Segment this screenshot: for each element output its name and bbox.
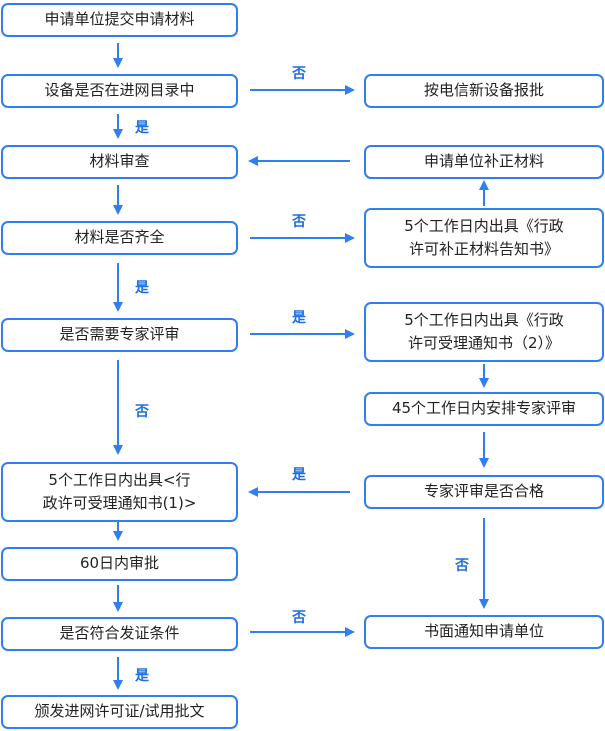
node-need-expert-text: 是否需要专家评审 [59, 325, 180, 344]
node-notice-correction-line2: 许可补正材料告知书》 [408, 240, 559, 258]
node-issue-license-text: 颁发进网许可证/试用批文 [34, 702, 205, 721]
node-new-device-text: 按电信新设备报批 [423, 81, 544, 100]
node-meets-conditions-text: 是否符合发证条件 [59, 624, 180, 643]
label-no-conditions: 否 [292, 610, 306, 626]
label-yes-complete: 是 [135, 280, 149, 296]
node-need-expert: 是否需要专家评审 [1, 318, 238, 352]
node-supplement: 申请单位补正材料 [364, 145, 604, 179]
node-review-text: 材料审查 [89, 152, 150, 171]
node-complete-text: 材料是否齐全 [74, 228, 165, 247]
node-notice-accept1-line1: 5个工作日内出具<行 [48, 470, 191, 489]
node-in-catalog-text: 设备是否在进网目录中 [44, 81, 195, 100]
node-notice-accept2-line1: 5个工作日内出具《行政 [404, 310, 564, 329]
node-in-catalog: 设备是否在进网目录中 [1, 74, 238, 108]
node-expert-pass: 专家评审是否合格 [364, 475, 604, 509]
node-notice-correction-line1: 5个工作日内出具《行政 [404, 216, 564, 235]
label-yes-expert: 是 [292, 310, 306, 326]
node-notice-accept2-line2: 许可受理通知书（2）》 [407, 334, 561, 352]
node-approve60-text: 60日内审批 [79, 554, 160, 573]
node-notice-accept1: 5个工作日内出具<行 政许可受理通知书(1)> [1, 462, 238, 522]
node-supplement-text: 申请单位补正材料 [423, 152, 544, 171]
label-no-pass: 否 [455, 558, 469, 574]
label-yes-conditions: 是 [135, 668, 149, 684]
label-yes-catalog: 是 [135, 120, 149, 136]
node-review: 材料审查 [1, 145, 238, 179]
label-no-complete: 否 [292, 214, 306, 230]
node-notice-correction: 5个工作日内出具《行政 许可补正材料告知书》 [364, 208, 604, 268]
node-submit-text: 申请单位提交申请材料 [44, 10, 195, 29]
node-submit: 申请单位提交申请材料 [1, 3, 238, 37]
node-meets-conditions: 是否符合发证条件 [1, 617, 238, 651]
node-written-notice: 书面通知申请单位 [364, 615, 604, 649]
node-complete: 材料是否齐全 [1, 221, 238, 255]
node-written-notice-text: 书面通知申请单位 [423, 622, 544, 641]
label-yes-pass: 是 [292, 467, 306, 483]
node-notice-accept2: 5个工作日内出具《行政 许可受理通知书（2）》 [364, 302, 604, 362]
node-expert-pass-text: 专家评审是否合格 [423, 482, 544, 501]
node-notice-accept1-line2: 政许可受理通知书(1)> [42, 494, 197, 512]
node-arrange-expert: 45个工作日内安排专家评审 [364, 392, 604, 426]
node-arrange-expert-text: 45个工作日内安排专家评审 [391, 399, 577, 418]
label-no-catalog: 否 [292, 66, 306, 82]
node-approve60: 60日内审批 [1, 547, 238, 581]
label-no-expert: 否 [135, 404, 149, 420]
node-issue-license: 颁发进网许可证/试用批文 [1, 695, 238, 729]
node-new-device: 按电信新设备报批 [364, 74, 604, 108]
